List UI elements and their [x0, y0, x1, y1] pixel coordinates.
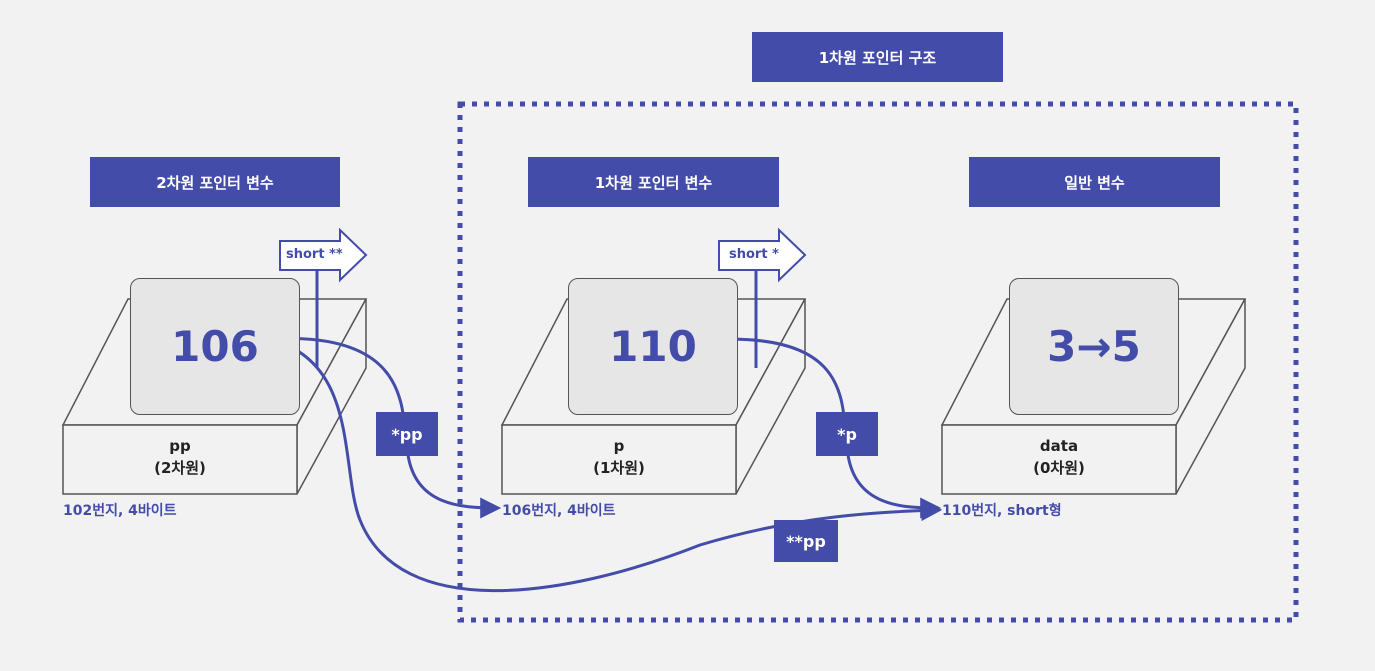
- var-dimension-p: (1차원): [593, 459, 645, 477]
- var-name-pp: pp: [169, 437, 191, 455]
- deref-label-pp-double: **pp: [774, 520, 838, 562]
- address-p: 106번지, 4바이트: [502, 503, 616, 519]
- var-name-data: data: [1039, 437, 1079, 455]
- var-dimension-pp: (2차원): [154, 459, 206, 477]
- value-box-pp: 106: [130, 278, 300, 415]
- var-label-p: p (1차원): [502, 435, 736, 479]
- pointer-structure-group-border: [457, 101, 1299, 623]
- var-name-p: p: [613, 437, 625, 455]
- header-pp: 2차원 포인터 변수: [90, 157, 340, 207]
- arrow-pp-to-data: [267, 337, 943, 593]
- var-dimension-data: (0차원): [1033, 459, 1085, 477]
- type-tag-pp: short **: [286, 247, 343, 262]
- var-label-data: data (0차원): [942, 435, 1176, 479]
- type-flag-arrow-pp: [279, 227, 368, 283]
- type-tag-p: short *: [729, 247, 779, 262]
- deref-label-pp: *pp: [376, 412, 438, 456]
- address-data: 110번지, short형: [942, 503, 1062, 519]
- deref-label-p: *p: [816, 412, 878, 456]
- value-box-p: 110: [568, 278, 738, 415]
- value-box-data: 3→5: [1009, 278, 1179, 415]
- header-p: 1차원 포인터 변수: [528, 157, 779, 207]
- pointer-structure-title: 1차원 포인터 구조: [752, 32, 1003, 82]
- var-label-pp: pp (2차원): [63, 435, 297, 479]
- header-data: 일반 변수: [969, 157, 1220, 207]
- address-pp: 102번지, 4바이트: [63, 503, 177, 519]
- type-flag-arrow-p: [718, 227, 807, 283]
